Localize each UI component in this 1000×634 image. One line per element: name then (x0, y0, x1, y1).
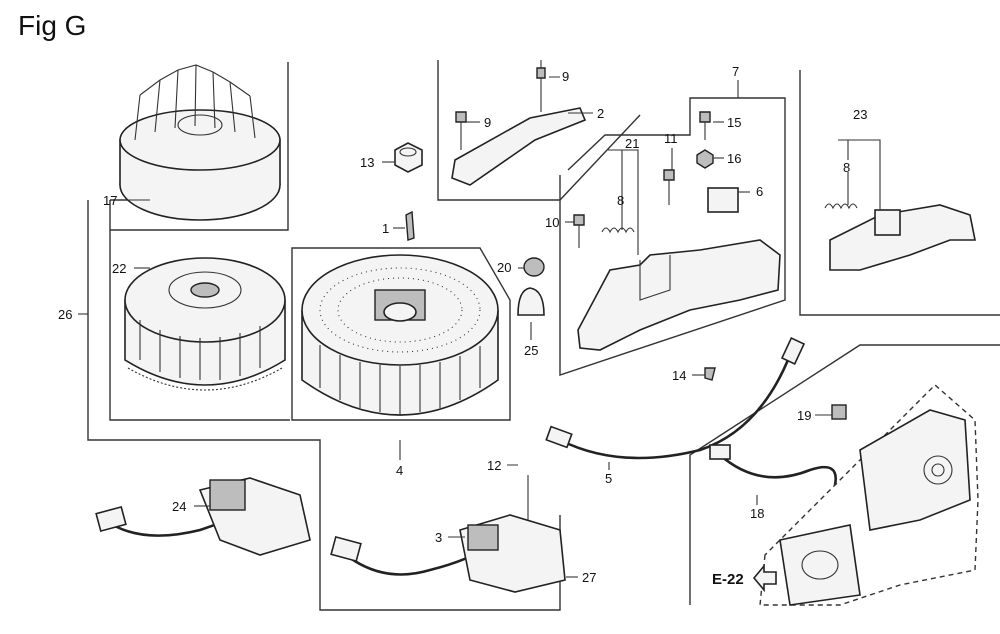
figure-title: Fig G (18, 10, 87, 41)
callout-5: 5 (605, 471, 612, 486)
callout-23: 23 (853, 107, 867, 122)
small-parts-drawing (394, 67, 976, 420)
callout-21: 21 (625, 136, 639, 151)
callout-25: 25 (524, 343, 538, 358)
callout-13: 13 (360, 155, 374, 170)
callout-11: 11 (664, 131, 678, 146)
callout-labels: 1 2 3 4 5 6 7 8 8 8 9 9 10 11 12 13 14 1… (58, 64, 867, 585)
callout-2: 2 (597, 106, 604, 121)
ignition-coil-drawing (198, 477, 566, 593)
flywheel-22-drawing (124, 257, 286, 391)
callout-18: 18 (750, 506, 764, 521)
callout-3: 3 (435, 530, 442, 545)
callout-9-a: 9 (562, 69, 569, 84)
arrow-left-icon (752, 563, 777, 593)
callout-12: 12 (487, 458, 501, 473)
control-plate-drawing (759, 384, 979, 606)
callout-26: 26 (58, 307, 72, 322)
callout-1: 1 (382, 221, 389, 236)
callout-7: 7 (732, 64, 739, 79)
callout-19: 19 (797, 408, 811, 423)
callout-14: 14 (672, 368, 686, 383)
callout-15: 15 (727, 115, 741, 130)
callout-17: 17 (103, 193, 117, 208)
callout-9-b: 9 (484, 115, 491, 130)
leader-lines (78, 60, 881, 578)
callout-22: 22 (112, 261, 126, 276)
callout-24: 24 (172, 499, 186, 514)
callout-8-a: 8 (617, 193, 624, 208)
flywheel-4-drawing (301, 254, 499, 416)
callout-27: 27 (582, 570, 596, 585)
callout-4: 4 (396, 463, 403, 478)
reference-label[interactable]: E-22 (712, 571, 744, 588)
callout-20: 20 (497, 260, 511, 275)
reference-e22[interactable]: E-22 (712, 563, 777, 593)
callout-6: 6 (756, 184, 763, 199)
callout-16: 16 (727, 151, 741, 166)
callout-8-b: 8 (843, 160, 850, 175)
flywheel-17-drawing (119, 64, 281, 221)
callout-10: 10 (545, 215, 559, 230)
